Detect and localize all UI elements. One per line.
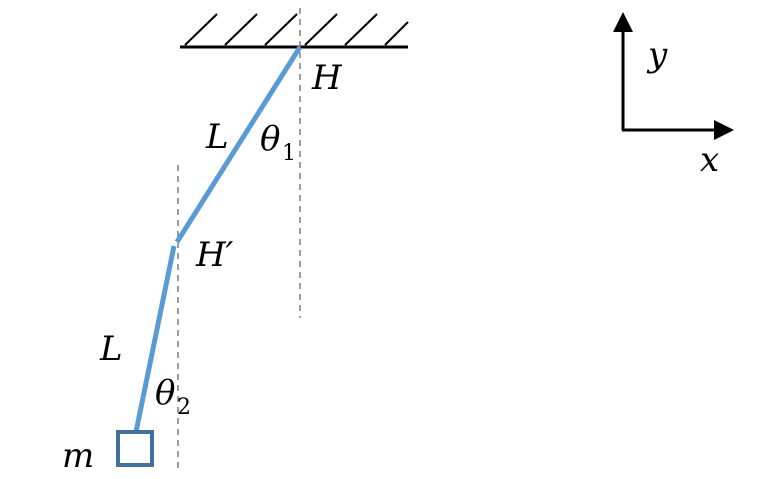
mass-label: m [62, 436, 94, 476]
x-axis-label: x [700, 140, 719, 180]
lower-length-label: L [99, 329, 123, 369]
y-axis-label: y [646, 35, 668, 75]
theta-2-subscript: 2 [177, 395, 191, 420]
theta-1-subscript: 1 [282, 141, 296, 166]
theta-1-symbol: θ [260, 119, 280, 159]
y-axis-arrowhead [613, 12, 633, 32]
theta-1-label: θ 1 [260, 119, 296, 166]
pivot-h-label: H [311, 58, 343, 98]
pivot-h-prime-label: H′ [195, 235, 234, 275]
lower-rod [133, 245, 177, 433]
coordinate-axes: y x [613, 12, 734, 180]
upper-length-label: L [205, 117, 229, 157]
ceiling-hatching [184, 13, 409, 46]
theta-2-label: θ 2 [155, 373, 191, 420]
mass-block [116, 430, 154, 467]
ceiling-support [180, 13, 409, 49]
upper-rod [174, 45, 303, 244]
theta-2-symbol: θ [155, 373, 175, 413]
x-axis-arrowhead [714, 120, 734, 140]
